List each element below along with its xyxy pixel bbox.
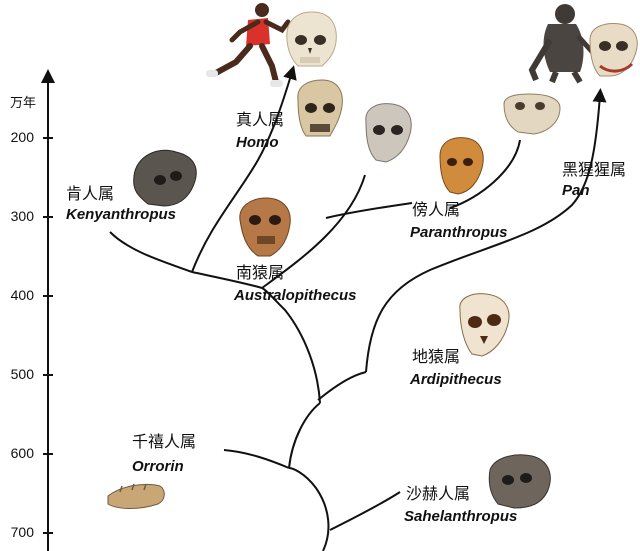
sahelanthropus-branch: [329, 491, 401, 531]
sahelanthropus-skull-icon: [488, 454, 551, 509]
ardipithecus-name-latin: Ardipithecus: [410, 371, 502, 388]
australopithecus-name-zh: 南猿属: [236, 263, 285, 282]
paranthropus-link: [325, 202, 413, 219]
kenyanthropus-skull-icon: [133, 149, 197, 207]
ardipithecus-branch: [317, 371, 367, 401]
orrorin-branch: [223, 449, 290, 469]
orrorin-name-latin: Orrorin: [132, 458, 184, 475]
homo-sapiens-skull-icon: [286, 11, 337, 67]
axis-tick-label: 500: [10, 366, 34, 382]
trunk-branch: [288, 467, 330, 551]
orrorin-name-zh: 千禧人属: [132, 432, 197, 451]
axis-tick-label: 700: [10, 524, 34, 540]
sahelanthropus-name-latin: Sahelanthropus: [404, 508, 518, 525]
ardipithecus-skull-icon: [459, 293, 510, 357]
orrorin-fossil-icon: [107, 483, 165, 509]
australopithecus-link: [191, 271, 263, 289]
axis-tick-label: 300: [10, 208, 34, 224]
ardipithecus-name-zh: 地猿属: [412, 347, 461, 366]
paranthropus-boisei-skull-icon: [365, 103, 412, 163]
sahelanthropus-name-zh: 沙赫人属: [406, 484, 471, 503]
homo-name-zh: 真人属: [236, 110, 285, 129]
chimpanzee-skull-icon: [589, 23, 638, 77]
pan-name-latin: Pan: [562, 182, 590, 199]
australopithecus-name-latin: Australopithecus: [234, 287, 357, 304]
paranthropus-branch: [449, 139, 521, 209]
paranthropus-name-latin: Paranthropus: [410, 224, 508, 241]
australopithecus-stem: [261, 287, 321, 404]
pan-name-zh: 黑猩猩属: [562, 160, 627, 179]
runner-icon: [206, 3, 291, 87]
kenyanthropus-branch: [109, 231, 193, 273]
homo-name-latin: Homo: [236, 134, 279, 151]
pan-branch: [365, 88, 607, 373]
chimpanzee-icon: [528, 4, 596, 84]
homo-erectus-skull-icon: [297, 79, 343, 137]
kenyanthropus-name-zh: 肯人属: [66, 184, 115, 203]
australopithecus-skull-icon: [239, 197, 291, 257]
axis-tick-label: 600: [10, 445, 34, 461]
hominin-stem-branch: [288, 402, 321, 469]
axis-tick-label: 400: [10, 287, 34, 303]
homo-branch: [191, 65, 297, 273]
paranthropus-aethiopicus-skull-icon: [439, 137, 484, 195]
axis-tick-label: 200: [10, 129, 34, 145]
paranthropus-name-zh: 傍人属: [412, 200, 461, 219]
paranthropus-robustus-skull-icon: [503, 93, 561, 135]
axis-ticks: [43, 137, 53, 534]
axis-unit-label: 万年: [10, 96, 37, 111]
paranthropus-stem: [261, 174, 366, 289]
kenyanthropus-name-latin: Kenyanthropus: [66, 206, 177, 223]
